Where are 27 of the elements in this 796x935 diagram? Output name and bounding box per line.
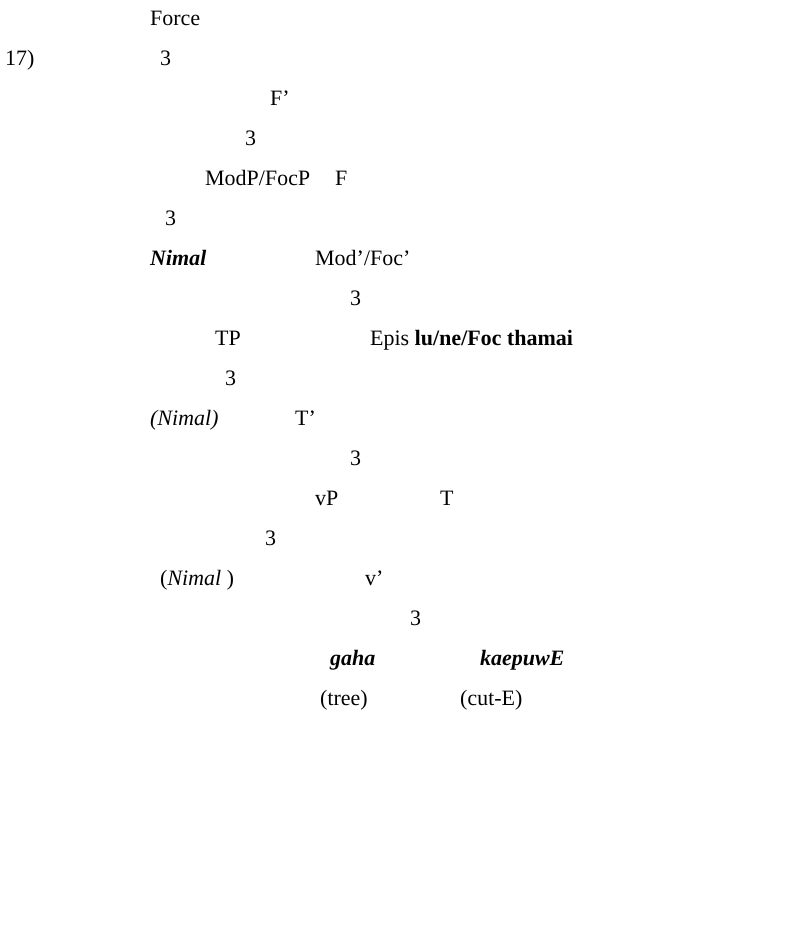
branch-mark: 3 <box>245 125 256 151</box>
branch-mark: 3 <box>350 445 361 471</box>
gloss: (tree) <box>320 685 368 711</box>
word: (Nimal ) <box>160 565 234 591</box>
word: (Nimal) <box>150 405 218 431</box>
category-label: T <box>440 485 454 511</box>
branch-mark: 3 <box>225 365 236 391</box>
branch-mark: 3 <box>410 605 421 631</box>
category-label: vP <box>315 485 338 511</box>
word: gaha <box>330 645 376 671</box>
word: Nimal <box>150 245 206 271</box>
category-label: TP <box>215 325 241 351</box>
head-label: Epis lu/ne/Foc thamai <box>370 325 573 351</box>
gloss: (cut-E) <box>460 685 522 711</box>
branch-mark: 3 <box>350 285 361 311</box>
branch-mark: 3 <box>165 205 176 231</box>
word: kaepuwE <box>480 645 564 671</box>
category-label: ModP/FocP <box>205 165 310 191</box>
example-number: 17) <box>5 45 34 71</box>
category-label: T’ <box>295 405 316 431</box>
category-label: Force <box>150 5 200 31</box>
category-label: Mod’/Foc’ <box>315 245 410 271</box>
category-label: F <box>335 165 348 191</box>
branch-mark: 3 <box>265 525 276 551</box>
category-label: v’ <box>365 565 384 591</box>
branch-mark: 3 <box>160 45 171 71</box>
category-label: F’ <box>270 85 290 111</box>
